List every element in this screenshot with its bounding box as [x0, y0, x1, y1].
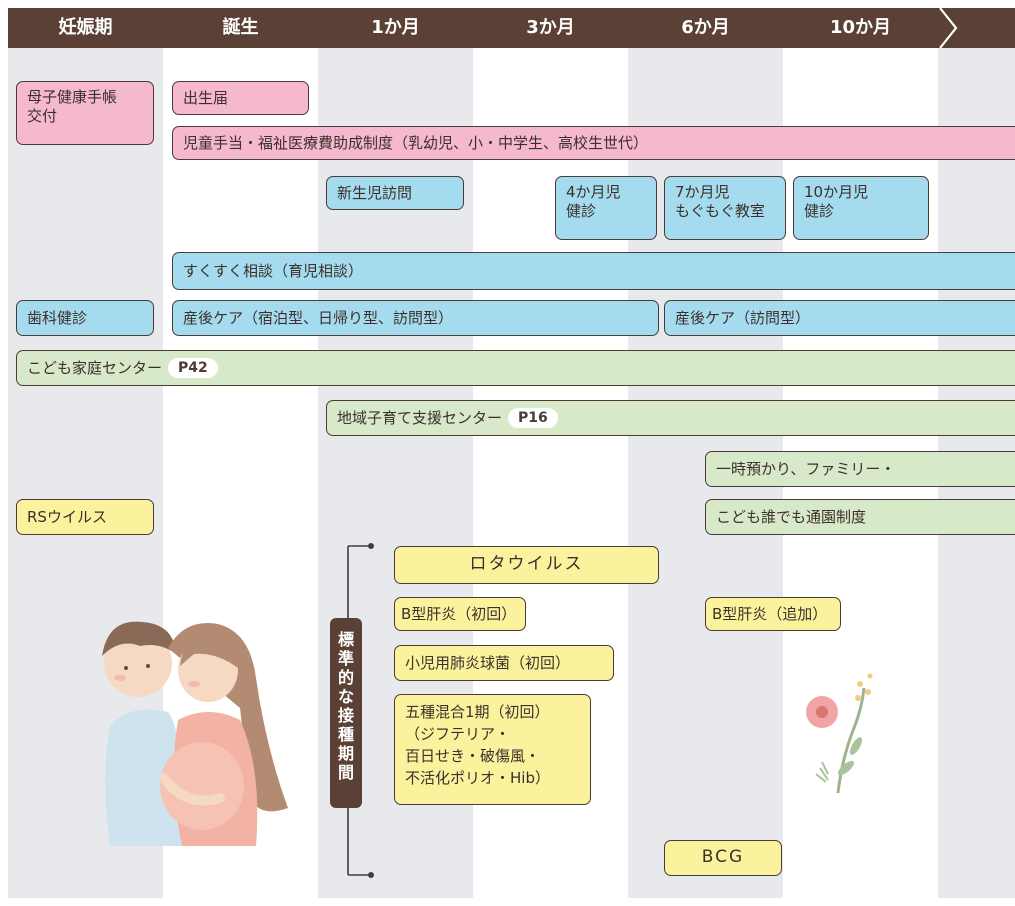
child-allowance-box: 児童手当・福祉医療費助成制度（乳幼児、小・中学生、高校生世代） — [172, 126, 1015, 160]
hepatitis-b-additional-box: B型肝炎（追加） — [705, 597, 841, 631]
family-center-label: こども家庭センター — [27, 358, 163, 377]
flower-illustration — [806, 673, 873, 794]
rotavirus-box: ロタウイルス — [394, 546, 659, 584]
regional-support-center-page-badge: P16 — [508, 408, 558, 428]
daycare-access-box: こども誰でも通園制度 — [705, 499, 1015, 535]
expecting-couple-illustration — [102, 621, 288, 846]
checkup-10month-box: 10か月児 健診 — [793, 176, 929, 240]
header-1month: 1か月 — [371, 17, 420, 38]
rs-virus-box: RSウイルス — [16, 499, 154, 535]
schedule-chart: 妊娠期 誕生 1か月 3か月 6か月 10か月 母子健康手帳 交付 出生届 児童… — [8, 8, 1015, 898]
timeline-header: 妊娠期 誕生 1か月 3か月 6か月 10か月 — [8, 8, 1015, 48]
sukusuku-consultation-box: すくすく相談（育児相談） — [172, 252, 1015, 290]
standard-vaccination-period-text: 標準的な接種期間 — [337, 630, 354, 782]
regional-support-center-box: 地域子育て支援センター P16 — [326, 400, 1015, 436]
header-pregnancy: 妊娠期 — [58, 17, 113, 38]
header-10month: 10か月 — [829, 17, 892, 38]
checkup-4month-box: 4か月児 健診 — [555, 176, 657, 240]
standard-vaccination-period-label: 標準的な接種期間 — [330, 618, 362, 808]
bcg-box: BCG — [664, 840, 782, 876]
regional-support-center-label: 地域子育て支援センター — [337, 408, 503, 427]
header-3month: 3か月 — [526, 17, 575, 38]
postpartum-care-box: 産後ケア（宿泊型、日帰り型、訪問型） — [172, 300, 659, 336]
newborn-visit-box: 新生児訪問 — [326, 176, 464, 210]
family-center-box: こども家庭センター P42 — [16, 350, 1015, 386]
birth-registration-box: 出生届 — [172, 81, 309, 115]
temporary-care-box: 一時預かり、ファミリー・ — [705, 451, 1015, 487]
postpartum-care-visit-box: 産後ケア（訪問型） — [664, 300, 1015, 336]
chevron-right-icon — [939, 8, 958, 48]
pneumococcal-box: 小児用肺炎球菌（初回） — [394, 645, 614, 681]
header-6month: 6か月 — [681, 17, 730, 38]
family-center-page-badge: P42 — [168, 358, 218, 378]
mogumogu-class-7month-box: 7か月児 もぐもぐ教室 — [664, 176, 786, 240]
five-in-one-vaccine-box: 五種混合1期（初回） （ジフテリア・ 百日せき・破傷風・ 不活化ポリオ・Hib） — [394, 694, 591, 805]
mother-child-handbook-box: 母子健康手帳 交付 — [16, 81, 154, 145]
hepatitis-b-first-box: B型肝炎（初回） — [394, 597, 526, 631]
header-birth: 誕生 — [222, 17, 259, 38]
dental-checkup-box: 歯科健診 — [16, 300, 154, 336]
